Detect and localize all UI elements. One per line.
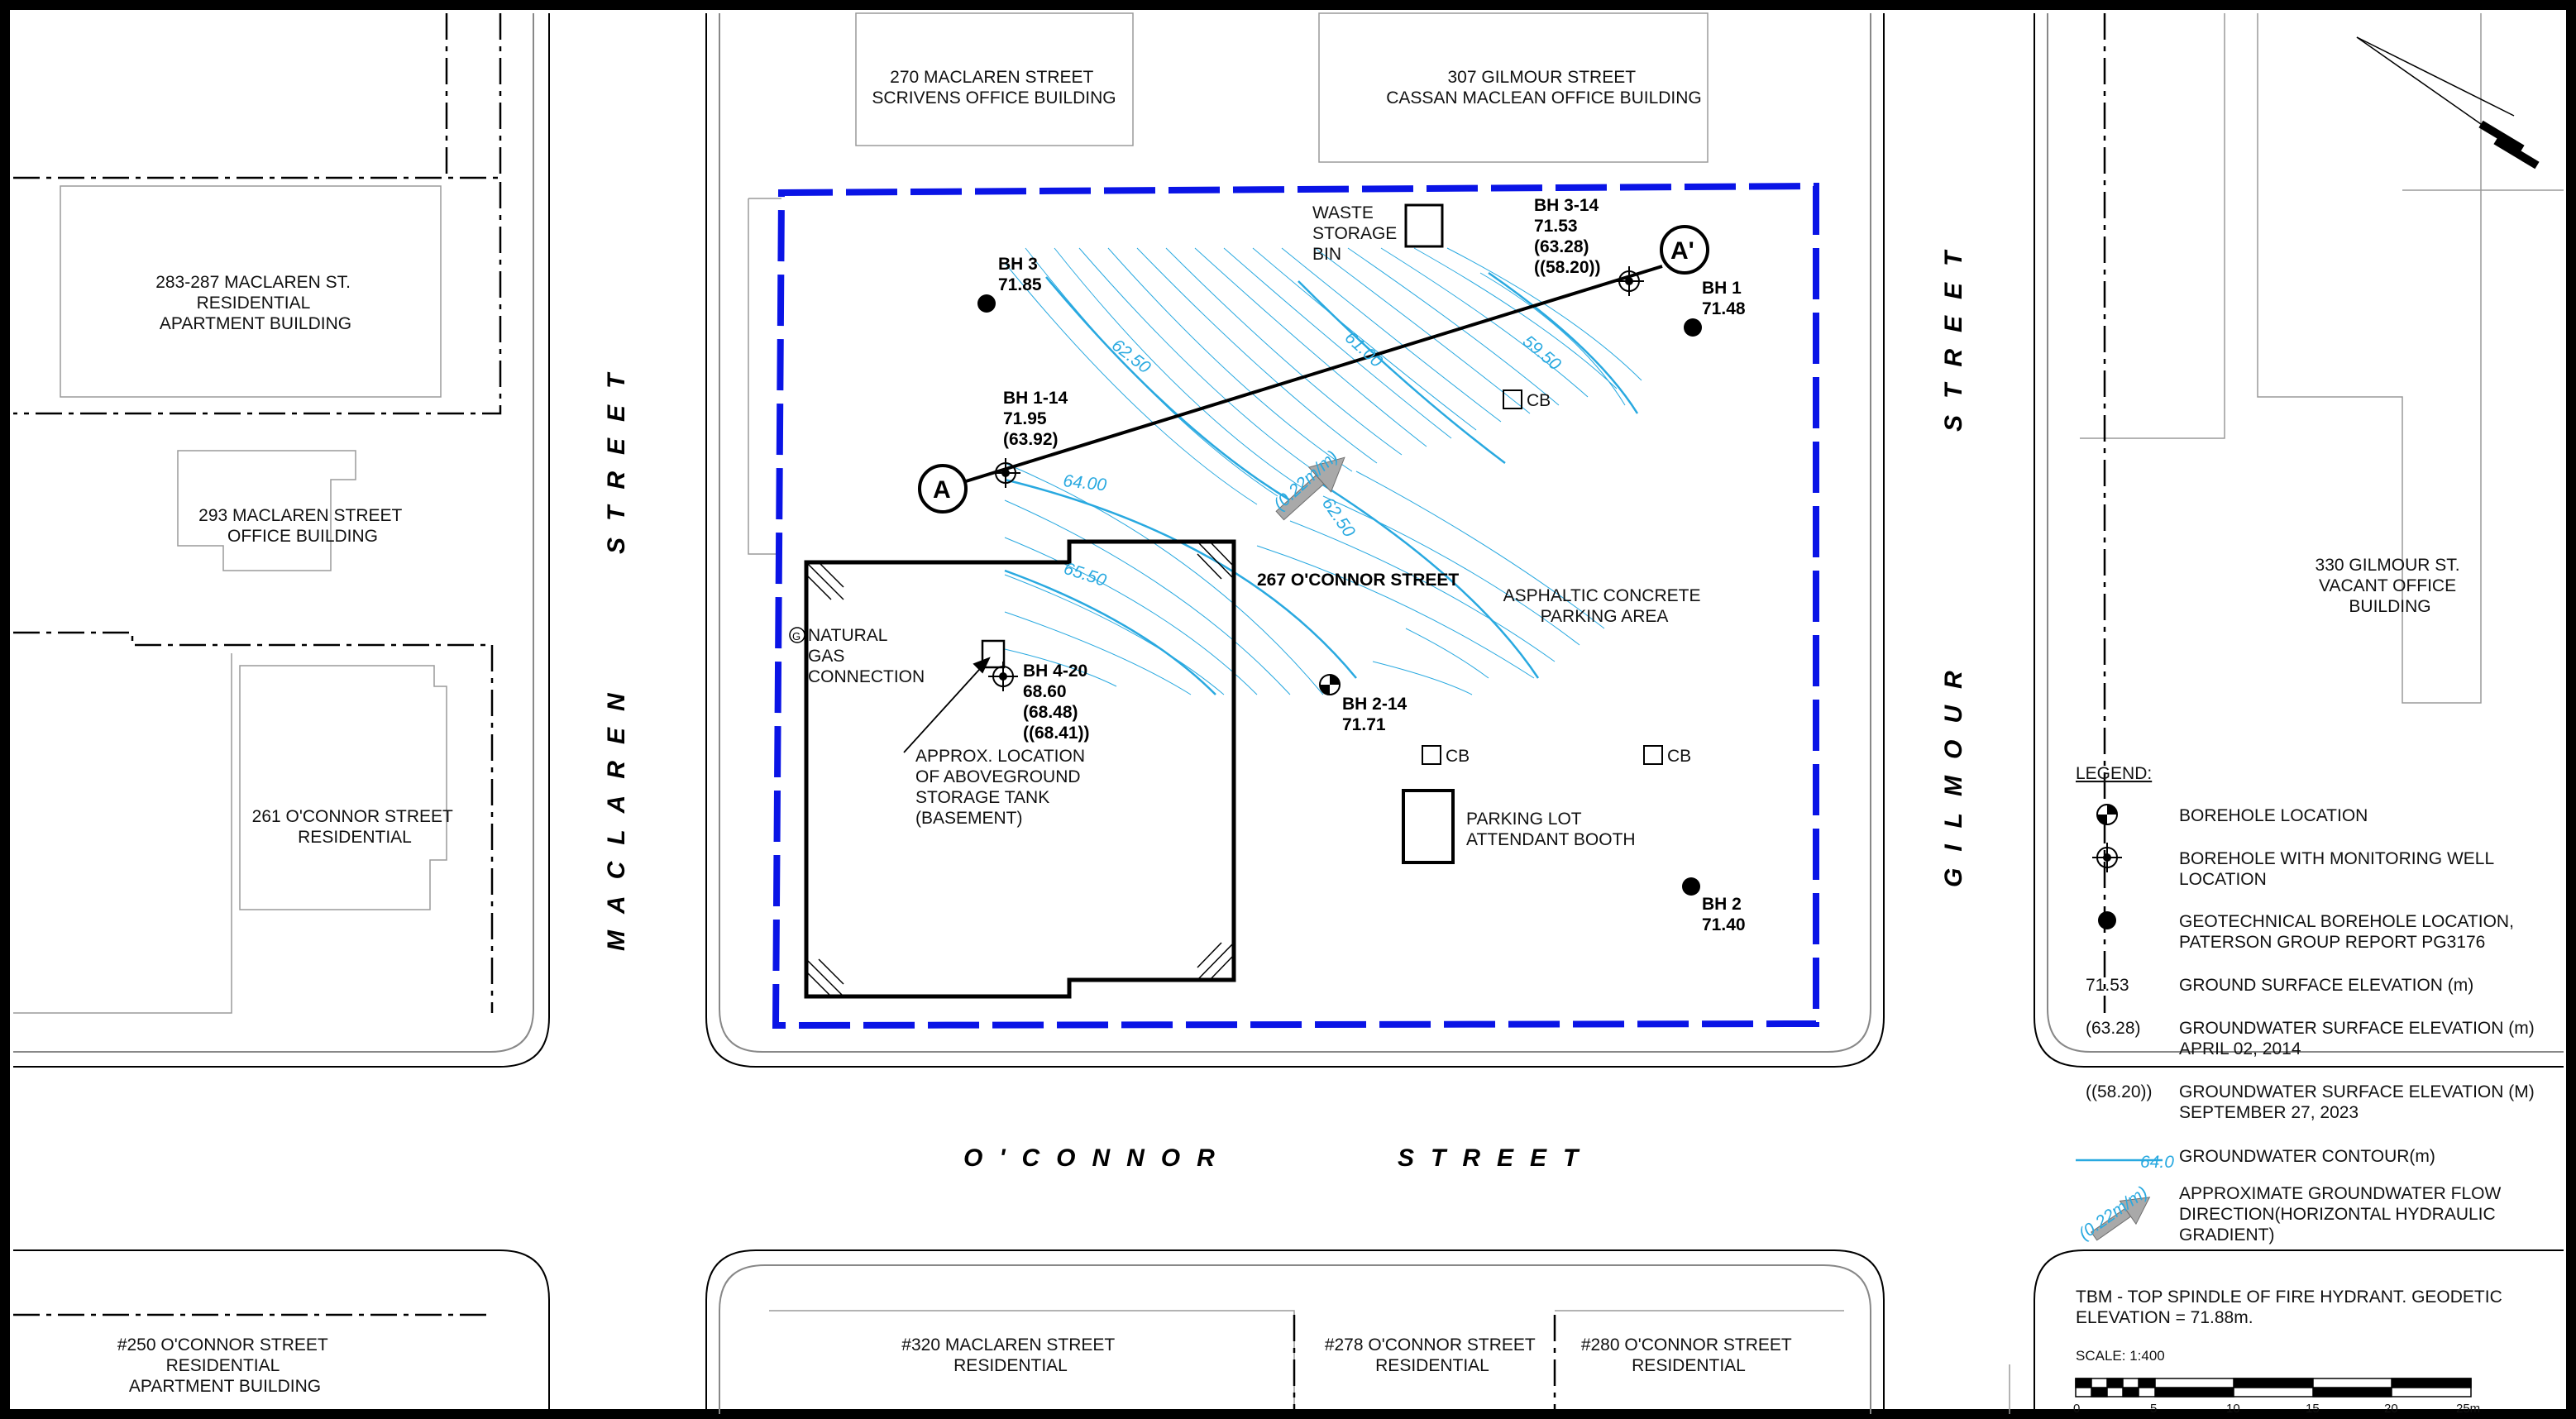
bh2-label: BH 2 71.40 bbox=[1702, 895, 1747, 934]
legend-gw2023-sample: ((58.20)) bbox=[2086, 1082, 2153, 1101]
tank-label: APPROX. LOCATION OF ABOVEGROUND STORAGE … bbox=[915, 747, 1090, 828]
cb-label-3: CB bbox=[1667, 747, 1691, 766]
legend-flow-text: APPROXIMATE GROUNDWATER FLOW DIRECTION(H… bbox=[2179, 1184, 2506, 1245]
bh114-label: BH 1-14 71.95 (63.92) bbox=[1003, 389, 1073, 449]
catch-basin-1 bbox=[1503, 389, 1522, 409]
contour-label-5950: 59.50 bbox=[1519, 332, 1565, 375]
contour-label-6250b: 62.50 bbox=[1318, 494, 1359, 542]
legend-contour-sample: 64.0 bbox=[2140, 1153, 2174, 1172]
legend-gw2014-text: GROUNDWATER SURFACE ELEVATION (m) APRIL … bbox=[2179, 1019, 2540, 1058]
scale-tick-10: 10 bbox=[2226, 1402, 2240, 1416]
tank-leader-arrow bbox=[903, 657, 991, 753]
label-330-gilmour: 330 GILMOUR ST. VACANT OFFICE BUILDING bbox=[2316, 556, 2465, 616]
label-320-maclaren: #320 MACLAREN STREET RESIDENTIAL bbox=[901, 1335, 1119, 1375]
scale-tick-15: 15 bbox=[2306, 1402, 2320, 1416]
bh314-label: BH 3-14 71.53 (63.28) ((58.20)) bbox=[1534, 196, 1603, 277]
street-gilmour-suffix: STREET bbox=[1940, 235, 1967, 432]
legend-title: LEGEND: bbox=[2076, 764, 2152, 783]
legend-ground-text: GROUND SURFACE ELEVATION (m) bbox=[2179, 976, 2473, 995]
section-marker-a-prime-label: A' bbox=[1670, 237, 1694, 265]
catch-basin-2 bbox=[1422, 745, 1441, 765]
bh3-label: BH 3 71.85 bbox=[998, 255, 1043, 294]
tbm-note: TBM - TOP SPINDLE OF FIRE HYDRANT. GEODE… bbox=[2076, 1288, 2507, 1327]
major-contours bbox=[1004, 271, 1639, 695]
gas-symbol-icon bbox=[789, 627, 805, 643]
waste-storage-bin bbox=[1404, 203, 1444, 248]
cb-label-1: CB bbox=[1527, 391, 1551, 410]
parking-area-label: ASPHALTIC CONCRETE PARKING AREA bbox=[1503, 586, 1706, 626]
gas-connection-label: NATURAL GAS CONNECTION bbox=[808, 626, 925, 686]
bh214-label: BH 2-14 71.71 bbox=[1342, 695, 1412, 734]
north-arrow-icon bbox=[2356, 36, 2540, 170]
label-280-oconnor: #280 O'CONNOR STREET RESIDENTIAL bbox=[1581, 1335, 1796, 1375]
street-maclaren: MACLAREN bbox=[603, 676, 630, 951]
section-line bbox=[965, 265, 1663, 483]
legend-geotech-text: GEOTECHNICAL BOREHOLE LOCATION, PATERSON… bbox=[2179, 912, 2519, 952]
monitoring-well-icon bbox=[988, 266, 1644, 691]
section-marker-a-label: A bbox=[933, 476, 951, 504]
label-261-oconnor: 261 O'CONNOR STREET RESIDENTIAL bbox=[252, 807, 458, 847]
scale-tick-5: 5 bbox=[2150, 1402, 2157, 1416]
legend-borehole-icon bbox=[2096, 804, 2118, 825]
contour-label-6400: 64.00 bbox=[1062, 471, 1107, 494]
scale-bar bbox=[2075, 1378, 2472, 1398]
property-lines bbox=[13, 12, 2564, 1414]
contour-label-6550: 65.50 bbox=[1061, 559, 1108, 590]
label-293-maclaren: 293 MACLAREN STREET OFFICE BUILDING bbox=[198, 506, 407, 546]
street-oconnor: O'CONNOR bbox=[963, 1144, 1231, 1172]
scale-tick-25: 25m bbox=[2456, 1402, 2480, 1416]
section-marker-a-icon: A bbox=[918, 464, 968, 514]
storage-tank bbox=[981, 639, 1006, 669]
street-maclaren-suffix: STREET bbox=[603, 357, 630, 554]
scale-tick-20: 20 bbox=[2384, 1402, 2398, 1416]
street-curbs bbox=[13, 13, 2564, 1414]
site-address: 267 O'CONNOR STREET bbox=[1257, 571, 1459, 590]
geotech-borehole-icon bbox=[977, 294, 1702, 896]
label-270-maclaren: 270 MACLAREN STREET SCRIVENS OFFICE BUIL… bbox=[872, 68, 1116, 108]
legend-contour-text: GROUNDWATER CONTOUR(m) bbox=[2179, 1147, 2435, 1166]
site-boundary bbox=[772, 182, 1819, 1030]
legend-geotech-icon bbox=[2098, 911, 2116, 929]
legend-gw2014-sample: (63.28) bbox=[2086, 1019, 2141, 1038]
scale-tick-0: 0 bbox=[2073, 1402, 2080, 1416]
groundwater-flow-arrow-icon bbox=[1275, 456, 1345, 521]
label-283-maclaren: 283-287 MACLAREN ST. RESIDENTIAL APARTME… bbox=[155, 273, 356, 333]
scale-ticks: 0 5 10 15 20 25m bbox=[2073, 1402, 2480, 1416]
legend: LEGEND: BOREHOLE LOCATION BOREHOLE WITH … bbox=[2073, 764, 2540, 1416]
legend-gw2023-text: GROUNDWATER SURFACE ELEVATION (M) SEPTEM… bbox=[2179, 1082, 2540, 1122]
catch-basin-3 bbox=[1643, 745, 1663, 765]
gas-symbol-letter: G bbox=[792, 630, 801, 643]
legend-flow-arrow-icon bbox=[2091, 1197, 2151, 1241]
label-307-gilmour: 307 GILMOUR STREET CASSAN MACLEAN OFFICE… bbox=[1386, 68, 1702, 108]
label-278-oconnor: #278 O'CONNOR STREET RESIDENTIAL bbox=[1325, 1335, 1540, 1375]
legend-monitoring-well-icon bbox=[2092, 843, 2122, 872]
bh420-label: BH 4-20 68.60 (68.48) ((68.41)) bbox=[1023, 662, 1092, 743]
booth-label: PARKING LOT ATTENDANT BOOTH bbox=[1466, 810, 1636, 849]
street-gilmour: GILMOUR bbox=[1940, 654, 1967, 887]
cb-label-2: CB bbox=[1446, 747, 1470, 766]
scale-title: SCALE: 1:400 bbox=[2076, 1348, 2165, 1364]
waste-bin-label: WASTE STORAGE BIN bbox=[1312, 203, 1402, 264]
bh1-label: BH 1 71.48 bbox=[1702, 279, 1747, 318]
borehole-icon bbox=[1319, 674, 1341, 695]
attendant-booth bbox=[1402, 789, 1455, 864]
legend-monitoring-text: BOREHOLE WITH MONITORING WELL LOCATION bbox=[2179, 849, 2498, 889]
existing-building bbox=[804, 539, 1236, 999]
label-250-oconnor: #250 O'CONNOR STREET RESIDENTIAL APARTME… bbox=[117, 1335, 332, 1396]
legend-ground-sample: 71.53 bbox=[2086, 976, 2129, 995]
section-marker-a-prime-icon: A' bbox=[1660, 225, 1709, 275]
lot-boundaries bbox=[13, 13, 2106, 1414]
street-oconnor-suffix: STREET bbox=[1398, 1144, 1594, 1172]
legend-borehole-text: BOREHOLE LOCATION bbox=[2179, 806, 2368, 825]
